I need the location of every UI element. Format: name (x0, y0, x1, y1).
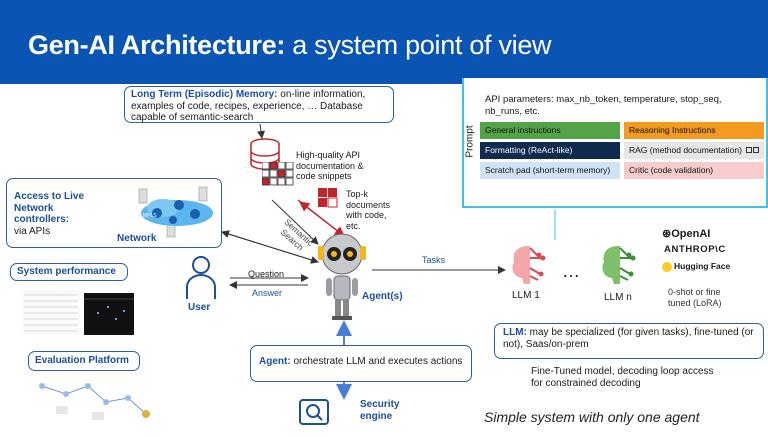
question-label: Question (248, 269, 285, 279)
llm-box-text: may be specialized (for given tasks), fi… (503, 327, 754, 350)
svg-text:MPLS: MPLS (143, 213, 157, 219)
rag-row: RAG (method documentation) (624, 142, 764, 159)
performance-screenshot-thumbnail (84, 293, 134, 335)
openai-logo: ⊛OpenAI (662, 228, 711, 240)
huggingface-logo: Hugging Face (662, 261, 730, 272)
anthropic-logo: ANTHROP\C (664, 244, 726, 255)
system-performance-box: System performance (10, 263, 128, 281)
brain-llm1-icon (512, 246, 546, 284)
reasoning-instructions-row: Reasoning Instructions (624, 122, 764, 139)
system-performance-title: System performance (17, 266, 116, 277)
memory-arrow (257, 123, 265, 139)
performance-table-thumbnail (22, 290, 80, 334)
ellipsis: … (562, 261, 580, 281)
memory-text: on-line information, examples of code, r… (131, 89, 366, 123)
robot-agent-icon (318, 233, 366, 320)
agent-label: Agent(s) (362, 291, 403, 302)
general-instructions-row: General instructions (480, 122, 620, 139)
llm-box-title: LLM: (503, 327, 527, 338)
prompt-side-label: Prompt (464, 125, 476, 158)
code-snippet-grid-icon (262, 162, 294, 186)
finetune-note: 0-shot or fine tuned (LoRA) (668, 287, 722, 308)
security-engine-icon (299, 399, 329, 425)
answer-label: Answer (252, 288, 283, 298)
evaluation-platform-box: Evaluation Platform (28, 351, 140, 371)
agent-box: Agent: orchestrate LLM and executes acti… (250, 345, 472, 382)
memory-title: Long Term (Episodic) Memory: (131, 89, 278, 100)
topk-label: Top-k documents with code, etc. (346, 189, 391, 231)
title-bar (0, 0, 768, 84)
api-docs-label: High-quality API documentation & code sn… (296, 150, 364, 181)
evaluation-platform-title: Evaluation Platform (35, 355, 129, 366)
user-icon (186, 256, 216, 299)
brain-llmn-icon (602, 246, 636, 284)
scratch-pad-row: Scratch pad (short-term memory) (480, 162, 620, 179)
footer-caption: Simple system with only one agent (484, 409, 700, 425)
llm-box: LLM: may be specialized (for given tasks… (494, 323, 764, 359)
formatting-row: Formatting (ReAct-like) (480, 142, 620, 159)
critic-row: Critic (code validation) (624, 162, 764, 179)
network-label: Network (117, 233, 157, 244)
network-title: Access to Live Network controllers: (14, 191, 85, 225)
finetuned-note: Fine-Tuned model, decoding loop access f… (531, 366, 714, 389)
network-topology-icon: MPLS (138, 186, 213, 238)
long-term-memory-box: Long Term (Episodic) Memory: on-line inf… (124, 86, 394, 123)
user-label: User (188, 302, 211, 313)
llmn-label: LLM n (604, 292, 632, 303)
page-title: Gen-AI Architecture: a system point of v… (28, 30, 552, 60)
llm1-label: LLM 1 (512, 290, 540, 301)
agent-box-title: Agent: (259, 356, 291, 367)
network-text: via APIs (14, 225, 51, 237)
api-parameters-text: API parameters: max_nb_token, temperatur… (485, 94, 722, 117)
semantic-search-arrow (271, 199, 319, 245)
topk-documents-icon (318, 188, 338, 208)
agent-box-text: orchestrate LLM and executes actions (290, 356, 463, 367)
security-engine-label: Security engine (360, 399, 400, 422)
evaluation-flow-thumbnail (39, 383, 150, 420)
tasks-label: Tasks (422, 255, 446, 265)
network-box: Access to Live Network controllers: via … (6, 178, 222, 248)
